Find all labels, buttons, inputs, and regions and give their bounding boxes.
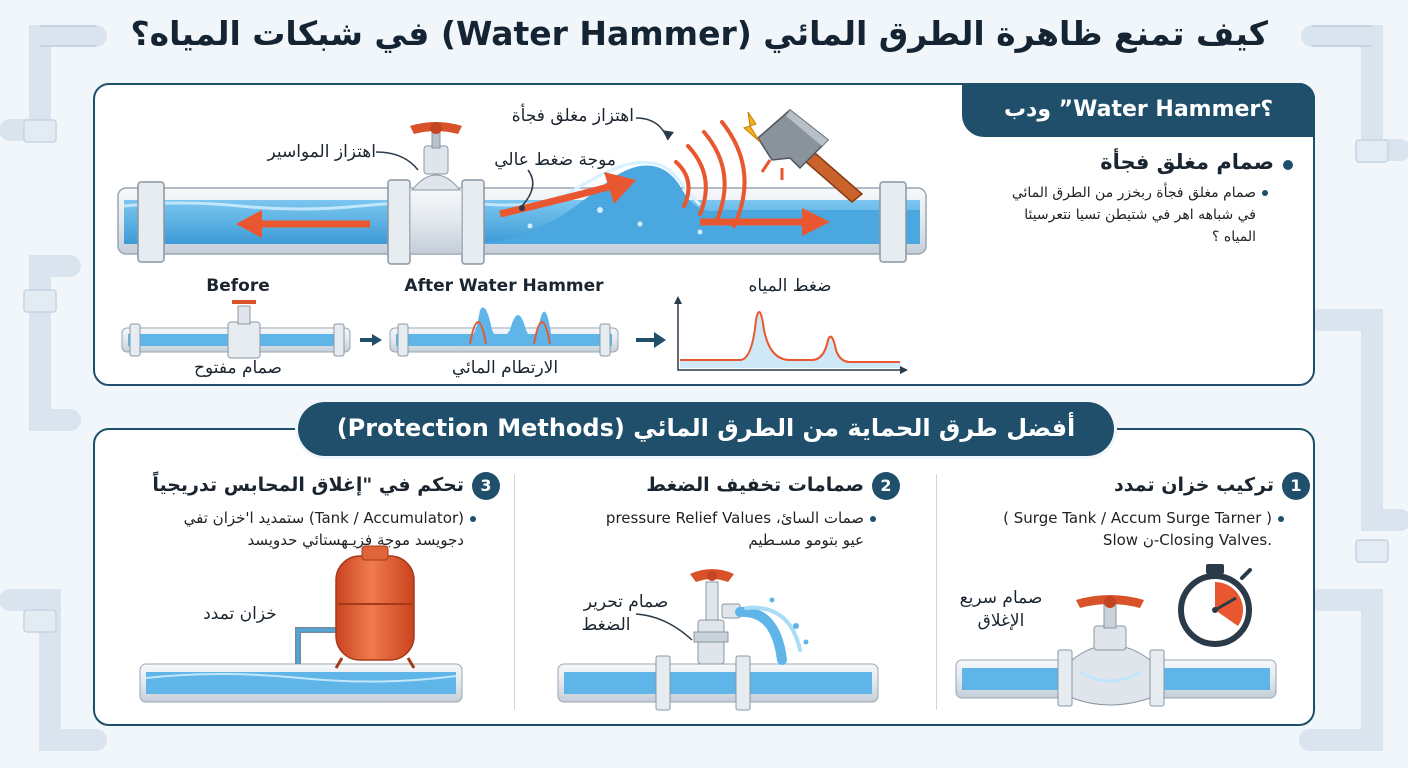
side-sub-bullet <box>1262 190 1268 196</box>
method-3-bullet <box>470 516 476 522</box>
method-1-line-2: Slow ن-Closing Valves. <box>1102 531 1272 549</box>
method-3-callout: خزان تمدد <box>203 604 277 624</box>
after-pipe <box>389 307 619 357</box>
arrow-2 <box>636 332 666 348</box>
flow-arrows <box>236 172 830 238</box>
method-1-number: 1 <box>1282 472 1310 500</box>
method-1-callout-2: الإغلاق <box>977 611 1025 631</box>
lightning-icon <box>743 111 784 180</box>
method-1-title: تركيب خزان تمدد <box>1114 474 1274 496</box>
pressure-wave-label: موجة ضغط عالي <box>494 150 616 170</box>
page-title: كيف تمنع ظاهرة الطرق المائي (Water Hamme… <box>130 14 1268 53</box>
slow-valve-icon <box>955 595 1277 707</box>
side-bullet-dot <box>1283 160 1293 170</box>
method-2-callout: صمام تحرير <box>583 592 669 612</box>
method-2-number: 2 <box>872 472 900 500</box>
graph-title: ضغط المياه <box>748 276 832 296</box>
arrow-1 <box>360 334 382 346</box>
side-body-line-1: صمام مغلق فجأة ربخزر من الطرق المائي <box>1011 185 1256 201</box>
side-body: صمام مغلق فجأة ربخزر من الطرق المائي في … <box>948 182 1256 248</box>
stopwatch-icon <box>1178 564 1252 647</box>
method-3-title: تحكم في "إغلاق المحابس تدريجياً <box>152 474 464 496</box>
method-1-bullet <box>1278 516 1284 522</box>
method-3-line-1: (Tank / Accumulator) ستمديد ا'خزان تفي <box>183 509 464 527</box>
sudden-valve-label: اهتزاز مغلق فجأة <box>511 106 634 126</box>
method-1-callout: صمام سريع <box>959 588 1043 608</box>
method-2-line-2: عيو بتومو مسـطيم <box>748 531 864 549</box>
pipe-vibration-label: اهتزاز المواسير <box>267 142 376 162</box>
side-body-line-2: في شباهه اهر في شتيطن تسيا نتعرسيئا <box>1024 207 1256 223</box>
expansion-tank-icon <box>139 545 463 703</box>
method-2-title: صمامات تخفيف الضغط <box>646 474 864 496</box>
pressure-graph <box>674 296 908 374</box>
relief-valve-icon <box>557 569 879 711</box>
before-caption: صمام مفتوح <box>194 358 282 378</box>
method-divider-2 <box>936 474 937 710</box>
before-pipe <box>121 300 351 359</box>
method-3-line-2: دجويسد موجة فزيـهستائي حدويسد <box>247 531 464 549</box>
method-1-line-1: ( Surge Tank / Accum Surge Tarner ) <box>1003 509 1272 527</box>
method-2-line-1: صمات السائ، pressure Relief Values <box>605 509 864 527</box>
method-2-bullet <box>870 516 876 522</box>
cause-panel-header: ودب ”Water Hammer؟ <box>962 83 1315 137</box>
method-3-number: 3 <box>472 472 500 500</box>
protection-header: أفضل طرق الحماية من الطرق المائي (Protec… <box>298 402 1114 456</box>
after-caption: الارتطام المائي <box>451 358 559 378</box>
valve-icon <box>409 122 463 255</box>
vibration-waves <box>674 120 747 228</box>
after-title: After Water Hammer <box>404 276 604 296</box>
side-body-line-3: المياه ؟ <box>1212 229 1256 245</box>
side-bullet-title: صمام مغلق فجأة <box>1100 150 1274 174</box>
method-2-callout-2: الضغط <box>581 615 631 635</box>
hammer-icon <box>757 109 864 203</box>
before-title: Before <box>206 276 270 296</box>
method-divider-1 <box>514 474 515 710</box>
